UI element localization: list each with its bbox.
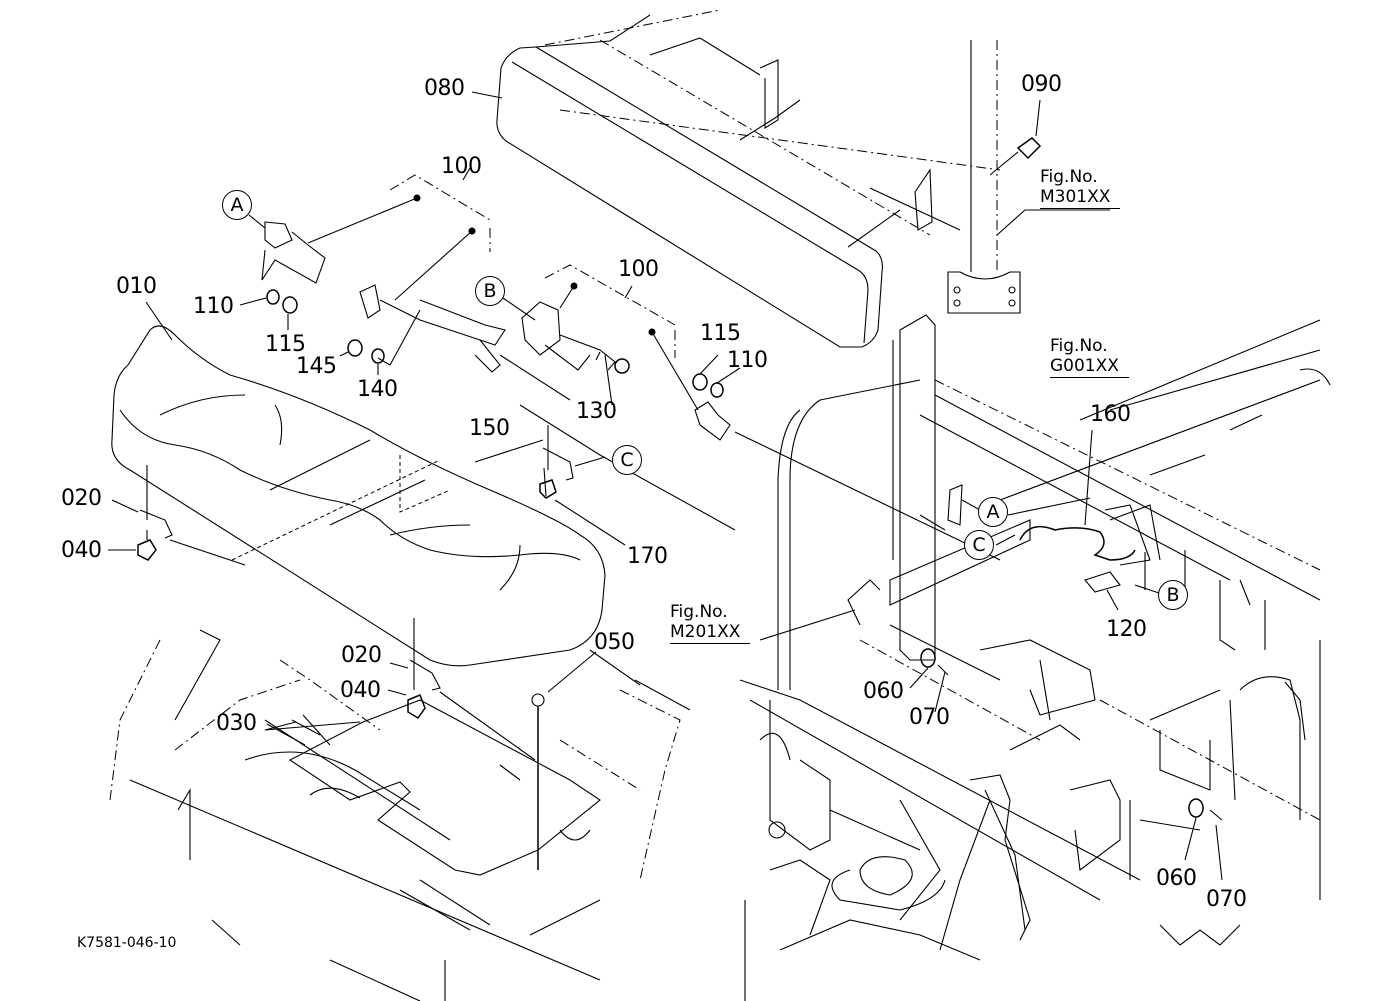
- callout-100: 100: [618, 257, 659, 282]
- figure-reference-code: G001XX: [1050, 356, 1129, 378]
- callout-115: 115: [265, 332, 306, 357]
- seat-belt-assembly-left: [239, 167, 571, 401]
- frame-assembly: [739, 314, 1331, 1001]
- lower-body-panel: [109, 629, 691, 1001]
- reference-marker-c: C: [612, 445, 642, 475]
- reference-marker-b: B: [475, 276, 505, 306]
- drawing-code: K7581-046-10: [77, 935, 177, 951]
- reference-marker-b: B: [1158, 580, 1188, 610]
- seat-cushion: [111, 301, 606, 667]
- callout-060: 060: [863, 679, 904, 704]
- figure-reference-label: Fig.No.: [670, 602, 728, 622]
- reference-marker-a: A: [978, 497, 1008, 527]
- callout-050: 050: [594, 630, 635, 655]
- callout-040: 040: [61, 538, 102, 563]
- callout-160: 160: [1090, 402, 1131, 427]
- callout-040: 040: [340, 678, 381, 703]
- figure-reference-m301: Fig.No. M301XX: [1040, 167, 1121, 209]
- figure-reference-g001: Fig.No. G001XX: [1050, 336, 1129, 378]
- callout-170: 170: [627, 544, 668, 569]
- callout-070: 070: [1206, 887, 1247, 912]
- reference-marker-c: C: [964, 530, 994, 560]
- callout-020: 020: [61, 486, 102, 511]
- callout-140: 140: [357, 377, 398, 402]
- callout-080: 080: [424, 76, 465, 101]
- rops-pole: [947, 40, 1110, 314]
- callout-120: 120: [1106, 617, 1147, 642]
- figure-reference-label: Fig.No.: [1050, 336, 1108, 356]
- figure-reference-code: M201XX: [670, 622, 751, 644]
- callout-150: 150: [469, 416, 510, 441]
- callout-010: 010: [116, 274, 157, 299]
- callout-090: 090: [1021, 72, 1062, 97]
- callout-130: 130: [576, 399, 617, 424]
- backrest-cushion: [471, 9, 1001, 348]
- callout-020: 020: [341, 643, 382, 668]
- callout-030: 030: [216, 711, 257, 736]
- callout-115: 115: [700, 321, 741, 346]
- seat-brackets: [108, 404, 736, 870]
- callout-145: 145: [296, 354, 337, 379]
- seat-belt-assembly-center: [502, 264, 1001, 561]
- figure-reference-code: M301XX: [1040, 187, 1121, 209]
- callout-070: 070: [909, 705, 950, 730]
- figure-reference-m201: Fig.No. M201XX: [670, 602, 751, 644]
- callout-110: 110: [727, 348, 768, 373]
- reference-marker-a: A: [222, 190, 252, 220]
- callout-100: 100: [441, 154, 482, 179]
- callout-060: 060: [1156, 866, 1197, 891]
- callout-110: 110: [193, 294, 234, 319]
- figure-reference-label: Fig.No.: [1040, 167, 1098, 187]
